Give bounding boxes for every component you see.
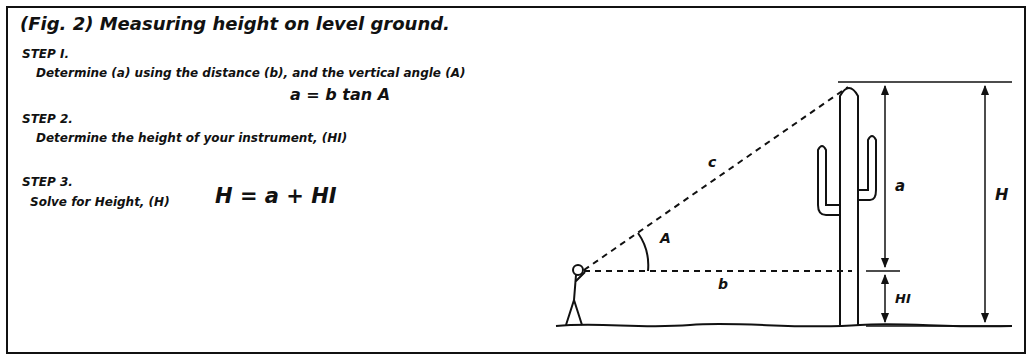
angle-arc: [638, 233, 648, 271]
step-heading: STEP 2.: [22, 113, 73, 127]
extension-line: [866, 270, 900, 272]
step-text: Determine (a) using the distance (b), an…: [36, 67, 465, 81]
ground-line: [556, 324, 1012, 327]
sight-line: [584, 87, 848, 270]
formula: a = b tan A: [290, 86, 390, 104]
step-text: Determine the height of your instrument,…: [36, 132, 347, 146]
dimension-label: a: [893, 178, 907, 195]
extension-line: [838, 81, 1012, 83]
side-label: c: [706, 154, 718, 170]
formula: H = a + HI: [215, 184, 337, 208]
figure-title: (Fig. 2) Measuring height on level groun…: [20, 14, 450, 35]
dimension-label: HI: [893, 292, 913, 307]
cactus-arm: [858, 136, 876, 200]
dimension-hi: [884, 275, 886, 322]
extension-line: [866, 325, 1012, 327]
figure-frame: [6, 6, 1026, 354]
level-line: [584, 270, 852, 272]
observer-head: [573, 265, 583, 275]
angle-label: A: [658, 230, 673, 246]
observer-body: [566, 272, 585, 325]
side-label: b: [716, 276, 730, 292]
dimension-h: [984, 86, 986, 322]
dimension-a: [884, 86, 886, 267]
dimension-label: H: [993, 186, 1010, 204]
step-heading: STEP I.: [22, 48, 69, 62]
step-text: Solve for Height, (H): [30, 196, 170, 210]
step-heading: STEP 3.: [22, 176, 73, 190]
cactus-arm: [818, 146, 840, 215]
cactus-trunk: [840, 88, 858, 325]
